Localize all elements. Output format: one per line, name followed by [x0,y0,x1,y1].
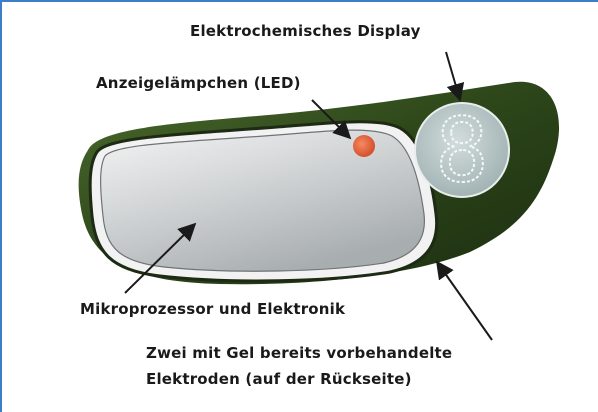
label-display: Elektrochemisches Display [190,22,421,40]
label-microprocessor: Mikroprozessor und Elektronik [80,300,345,318]
display-digit: 8 [436,99,489,202]
label-electrodes-line2: Elektroden (auf der Rückseite) [146,370,412,388]
led-light [353,135,375,157]
label-electrodes-line1: Zwei mit Gel bereits vorbehandelte [146,344,452,362]
label-led: Anzeigelämpchen (LED) [96,74,301,92]
panel-surface [101,130,425,271]
arrow-electrodes [437,262,492,340]
